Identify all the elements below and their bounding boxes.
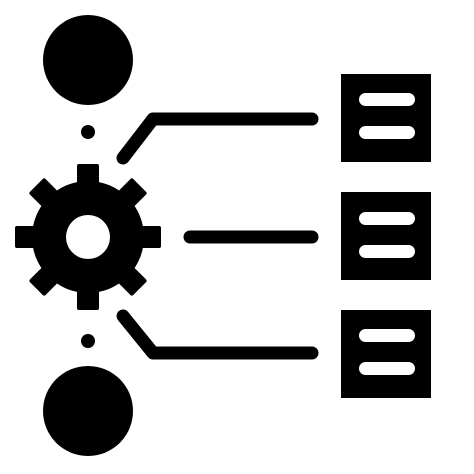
top-node-circle [43, 15, 133, 105]
connector-dot-bottom [81, 334, 95, 348]
document-list-icon [341, 310, 431, 398]
gear-hole [66, 215, 110, 259]
gear-icon [15, 164, 161, 310]
document-box-middle [341, 192, 431, 280]
bottom-node-circle [43, 366, 133, 456]
document-box-bottom [341, 310, 431, 398]
document-list-icon [341, 74, 431, 162]
document-list-icon [341, 192, 431, 280]
connector-line-bottom [116, 309, 319, 360]
connector-lines [116, 112, 319, 360]
connector-dot-top [81, 125, 95, 139]
document-box-top [341, 74, 431, 162]
connector-line-top [116, 112, 319, 165]
